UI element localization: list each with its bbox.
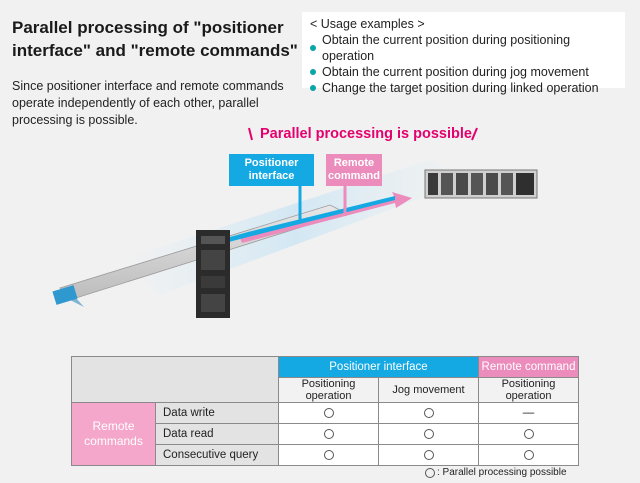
table-cell: [478, 444, 579, 466]
diagram-illustration: [52, 127, 538, 318]
circle-icon: [423, 449, 434, 460]
usage-item-label: Change the target position during linked…: [322, 81, 599, 95]
circle-icon: [323, 449, 334, 460]
row-label: Consecutive query: [155, 444, 279, 466]
table-cell: [478, 423, 579, 445]
page-title: Parallel processing of "positioner inter…: [12, 18, 298, 60]
usage-heading: < Usage examples >: [310, 17, 425, 31]
table-corner: [71, 356, 279, 403]
plc-module: [486, 173, 498, 195]
positioner-tag: Positioner interface: [229, 154, 314, 186]
plc-module: [441, 173, 453, 195]
controller-slot: [201, 276, 225, 288]
subheader: Jog movement: [378, 377, 479, 403]
description-text: Since positioner interface and remote co…: [12, 79, 284, 127]
usage-examples-box: < Usage examples > Obtain the current po…: [302, 12, 625, 95]
table-cell: —: [478, 402, 579, 424]
remote-tag: Remote command: [326, 154, 382, 186]
parallel-diagram: Parallel processing is possible Position…: [0, 120, 640, 340]
circle-icon: [323, 407, 334, 418]
usage-item: Change the target position during linked…: [310, 80, 617, 96]
parallel-table: Positioner interface Remote command Posi…: [71, 356, 579, 466]
plc-module: [471, 173, 483, 195]
circle-icon: [425, 467, 435, 478]
table-cell: [278, 423, 379, 445]
plc-module: [428, 173, 438, 195]
controller-slot: [201, 250, 225, 270]
row-label: Data read: [155, 423, 279, 445]
plc-module: [501, 173, 513, 195]
usage-item-label: Obtain the current position during jog m…: [322, 65, 589, 79]
legend-text: : Parallel processing possible: [437, 467, 567, 478]
row-label: Data write: [155, 402, 279, 424]
slash-right: [471, 127, 478, 141]
bullet-icon: [310, 69, 316, 75]
parallel-label: Parallel processing is possible: [260, 126, 472, 142]
circle-icon: [423, 428, 434, 439]
table-cell: [378, 423, 479, 445]
table-cell: [278, 402, 379, 424]
subheader: Positioning operation: [478, 377, 579, 403]
plc-module: [456, 173, 468, 195]
circle-icon: [423, 407, 434, 418]
bullet-icon: [310, 85, 316, 91]
usage-item-label: Obtain the current position during posit…: [322, 33, 571, 63]
actuator-cap: [52, 285, 78, 305]
controller-slot: [201, 236, 225, 244]
header-remote: Remote command: [478, 356, 579, 378]
circle-icon: [523, 428, 534, 439]
table-legend: : Parallel processing possible: [425, 467, 567, 478]
header-positioner: Positioner interface: [278, 356, 479, 378]
slash-left: [248, 127, 253, 141]
circle-icon: [523, 449, 534, 460]
plc-module: [516, 173, 534, 195]
usage-item: Obtain the current position during posit…: [310, 32, 617, 64]
bullet-icon: [310, 45, 316, 51]
subheader: Positioning operation: [278, 377, 379, 403]
row-group: Remote commands: [71, 402, 156, 466]
table-cell: [378, 444, 479, 466]
table-cell: [378, 402, 479, 424]
usage-item: Obtain the current position during jog m…: [310, 64, 617, 80]
circle-icon: [323, 428, 334, 439]
table-cell: [278, 444, 379, 466]
controller-slot: [201, 294, 225, 312]
